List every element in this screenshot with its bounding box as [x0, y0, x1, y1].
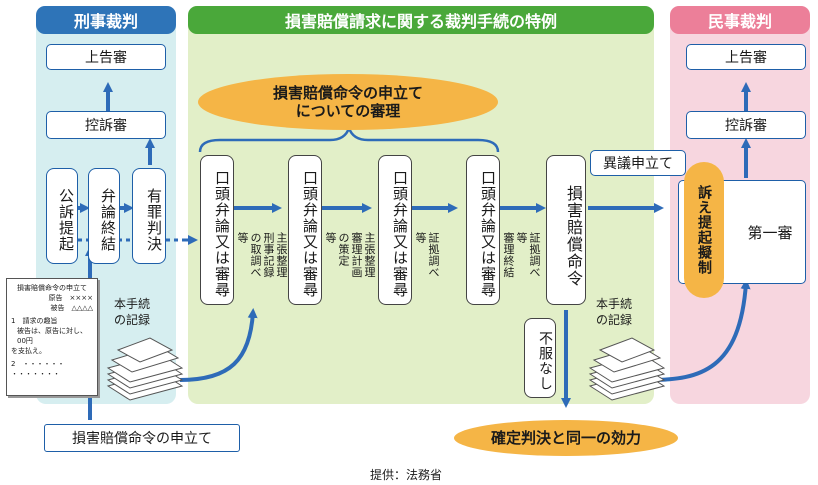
special-panel-title: 損害賠償請求に関する裁判手続の特例 — [188, 6, 654, 34]
civil-supreme-box: 上告審 — [686, 44, 806, 70]
prosecution-box: 公訴提起 — [46, 168, 78, 264]
doc-item1: 1 請求の趣旨 — [11, 317, 58, 325]
hearing-oval-line2: についての審理 — [295, 102, 401, 120]
closing-box: 弁論終結 — [88, 168, 120, 264]
criminal-appeal-box: 控訴審 — [46, 111, 166, 139]
damages-order-box: 損害賠償命令 — [546, 155, 586, 305]
doc-title: 損害賠償命令の申立て — [17, 284, 87, 292]
hearing-oval-line1: 損害賠償命令の申立て — [272, 84, 423, 102]
oral-hearing-box-1: 口頭弁論又は審尋 — [200, 155, 234, 305]
oral-hearing-box-2: 口頭弁論又は審尋 — [288, 155, 322, 305]
guilty-verdict-box: 有罪判決 — [132, 168, 166, 264]
deemed-filing-oval: 訴え提起擬制 — [684, 162, 724, 298]
note-stage-3: 証拠調べ 等 — [414, 232, 440, 278]
record-stack-right — [588, 337, 666, 401]
result-oval: 確定判決と同一の効力 — [454, 420, 678, 456]
hearing-oval: 損害賠償命令の申立て についての審理 — [198, 74, 498, 130]
record-stack-left — [106, 337, 184, 401]
note-stage-2: 主張整理 審理計画 の策定 等 — [324, 232, 376, 278]
civil-first-instance-label: 第一審 — [747, 223, 793, 242]
objection-label: 異議申立て — [590, 150, 686, 176]
credit: 提供：法務省 — [370, 468, 443, 482]
record-label-right: 本手続 の記録 — [596, 297, 633, 327]
note-stage-1: 主張整理 刑事記録 の取調べ 等 — [236, 232, 288, 278]
oral-hearing-box-4: 口頭弁論又は審尋 — [466, 155, 500, 305]
doc-item2: 2 ・・・・・・ — [11, 360, 65, 368]
criminal-panel-title: 刑事裁判 — [36, 6, 176, 34]
no-objection-box: 不服なし — [524, 318, 556, 398]
note-stage-4: 証拠調べ 等 審理終結 — [502, 232, 541, 278]
criminal-supreme-box: 上告審 — [46, 44, 166, 70]
oral-hearing-box-3: 口頭弁論又は審尋 — [378, 155, 412, 305]
doc-item1-body2: を支払え。 — [11, 347, 46, 355]
application-label: 損害賠償命令の申立て — [44, 424, 240, 452]
doc-plaintiff: 原告 ×××× — [48, 294, 93, 302]
record-label-left: 本手続 の記録 — [114, 297, 151, 327]
civil-panel-title: 民事裁判 — [670, 6, 810, 34]
civil-appeal-box: 控訴審 — [686, 111, 806, 139]
application-document: 損害賠償命令の申立て 原告 ×××× 被告 △△△△ 1 請求の趣旨 被告は、原… — [6, 278, 98, 396]
doc-defendant: 被告 △△△△ — [50, 304, 93, 312]
doc-item1-body: 被告は、原告に対し、00円 — [17, 327, 87, 345]
deemed-filing-label: 訴え提起擬制 — [696, 185, 712, 275]
doc-dots: ・・・・・・・ — [11, 370, 60, 378]
